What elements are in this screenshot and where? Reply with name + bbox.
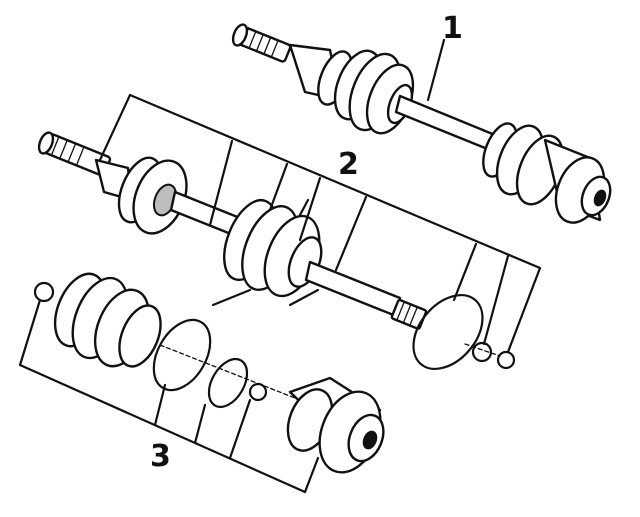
kit3-clip — [248, 382, 268, 402]
boot-kit-assembly — [37, 131, 516, 370]
axle-inner-joint — [288, 43, 353, 106]
kit3-boot — [53, 272, 162, 368]
kit3-band-large — [152, 318, 212, 392]
kit-outer-spline — [390, 298, 428, 330]
callout-1-label: 1 — [442, 11, 463, 46]
kit-spline-end — [37, 131, 134, 202]
kit3-band-small — [207, 358, 249, 408]
axle-spline-end — [231, 23, 292, 63]
callout-1-leader — [426, 38, 446, 102]
kit3-cv-joint — [286, 376, 385, 474]
kit-snap-ring — [496, 350, 516, 370]
callout-2-label: 2 — [338, 147, 359, 182]
callout-3-label: 3 — [150, 439, 171, 474]
kit-small-ring — [471, 341, 493, 363]
kit-clamp-bands — [211, 198, 320, 307]
axle-outer-joint — [543, 138, 612, 224]
axle-shaft-assembly — [231, 23, 612, 224]
kit-inner-housing — [117, 156, 188, 235]
kit-shaft-bar-outer — [304, 260, 402, 318]
callout-3-bracket — [18, 298, 320, 494]
cv-joint-kit — [33, 272, 385, 474]
kit-large-ring — [412, 294, 484, 370]
kit-center-boot — [223, 198, 323, 298]
callout-2-bracket — [98, 93, 542, 354]
axle-shaft-bar — [394, 94, 497, 152]
kit3-circlip — [33, 281, 55, 303]
